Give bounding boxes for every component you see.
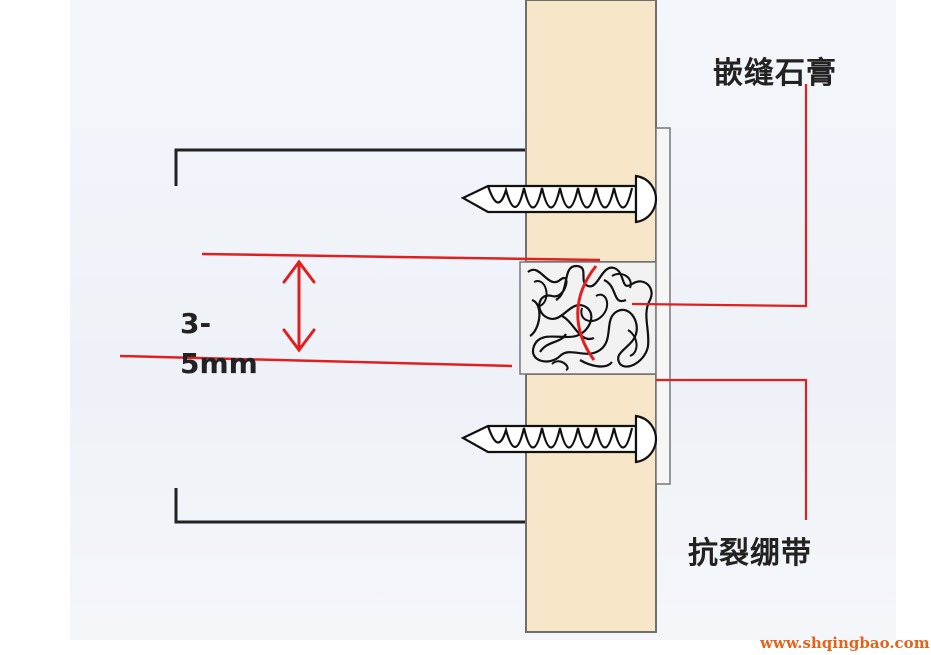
gypsum-filler-scribble — [527, 264, 653, 368]
dimension-line-top — [201, 252, 601, 262]
label-gap-size-line2: 5mm — [180, 347, 258, 380]
dimension-arrow — [282, 259, 316, 353]
leader-line-gypsum — [631, 84, 808, 308]
background-panel — [70, 0, 896, 640]
label-anti-crack-tape: 抗裂绷带 — [688, 536, 812, 571]
anti-crack-tape-strip — [655, 127, 671, 485]
dimension-line-bottom — [119, 354, 513, 368]
gypsum-board-lower — [525, 373, 657, 633]
label-gap-size: 3- 5mm — [180, 304, 258, 384]
crack-indicator-arc — [576, 265, 598, 361]
label-caulking-gypsum: 嵌缝石膏 — [713, 56, 837, 91]
label-gap-size-line1: 3- — [180, 307, 212, 340]
stud-frame-bottom — [174, 488, 527, 524]
gypsum-filler-scribble-2 — [533, 272, 638, 371]
leader-line-tape — [656, 378, 808, 520]
stud-frame-top — [174, 148, 527, 186]
screw-lower — [460, 414, 658, 464]
watermark-text: www.shqingbao.com — [760, 634, 930, 652]
screw-upper — [460, 174, 658, 224]
gypsum-board-upper — [525, 0, 657, 263]
